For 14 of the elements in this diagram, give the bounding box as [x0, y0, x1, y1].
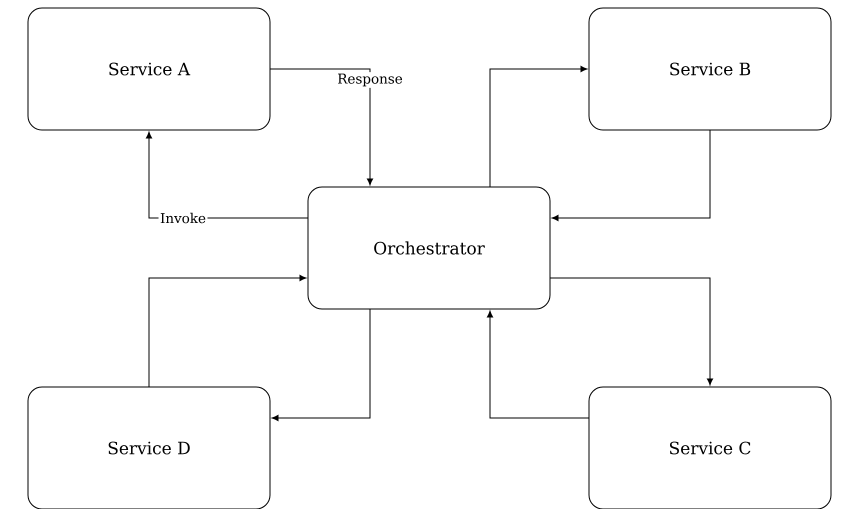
arrow — [552, 130, 710, 222]
arrow — [490, 66, 588, 187]
process-box: Service B — [588, 8, 832, 130]
arrow — [550, 278, 714, 386]
edge-label: Response — [336, 72, 404, 88]
process-box: Orchestrator — [308, 186, 550, 310]
arrow — [486, 310, 589, 418]
edge-label: Invoke — [158, 211, 208, 225]
process-box: Service D — [28, 386, 270, 509]
process-box: Service A — [28, 8, 270, 130]
arrow — [148, 274, 306, 387]
process-box: Service C — [588, 386, 832, 509]
arrow — [272, 309, 370, 422]
arrow — [270, 68, 374, 186]
